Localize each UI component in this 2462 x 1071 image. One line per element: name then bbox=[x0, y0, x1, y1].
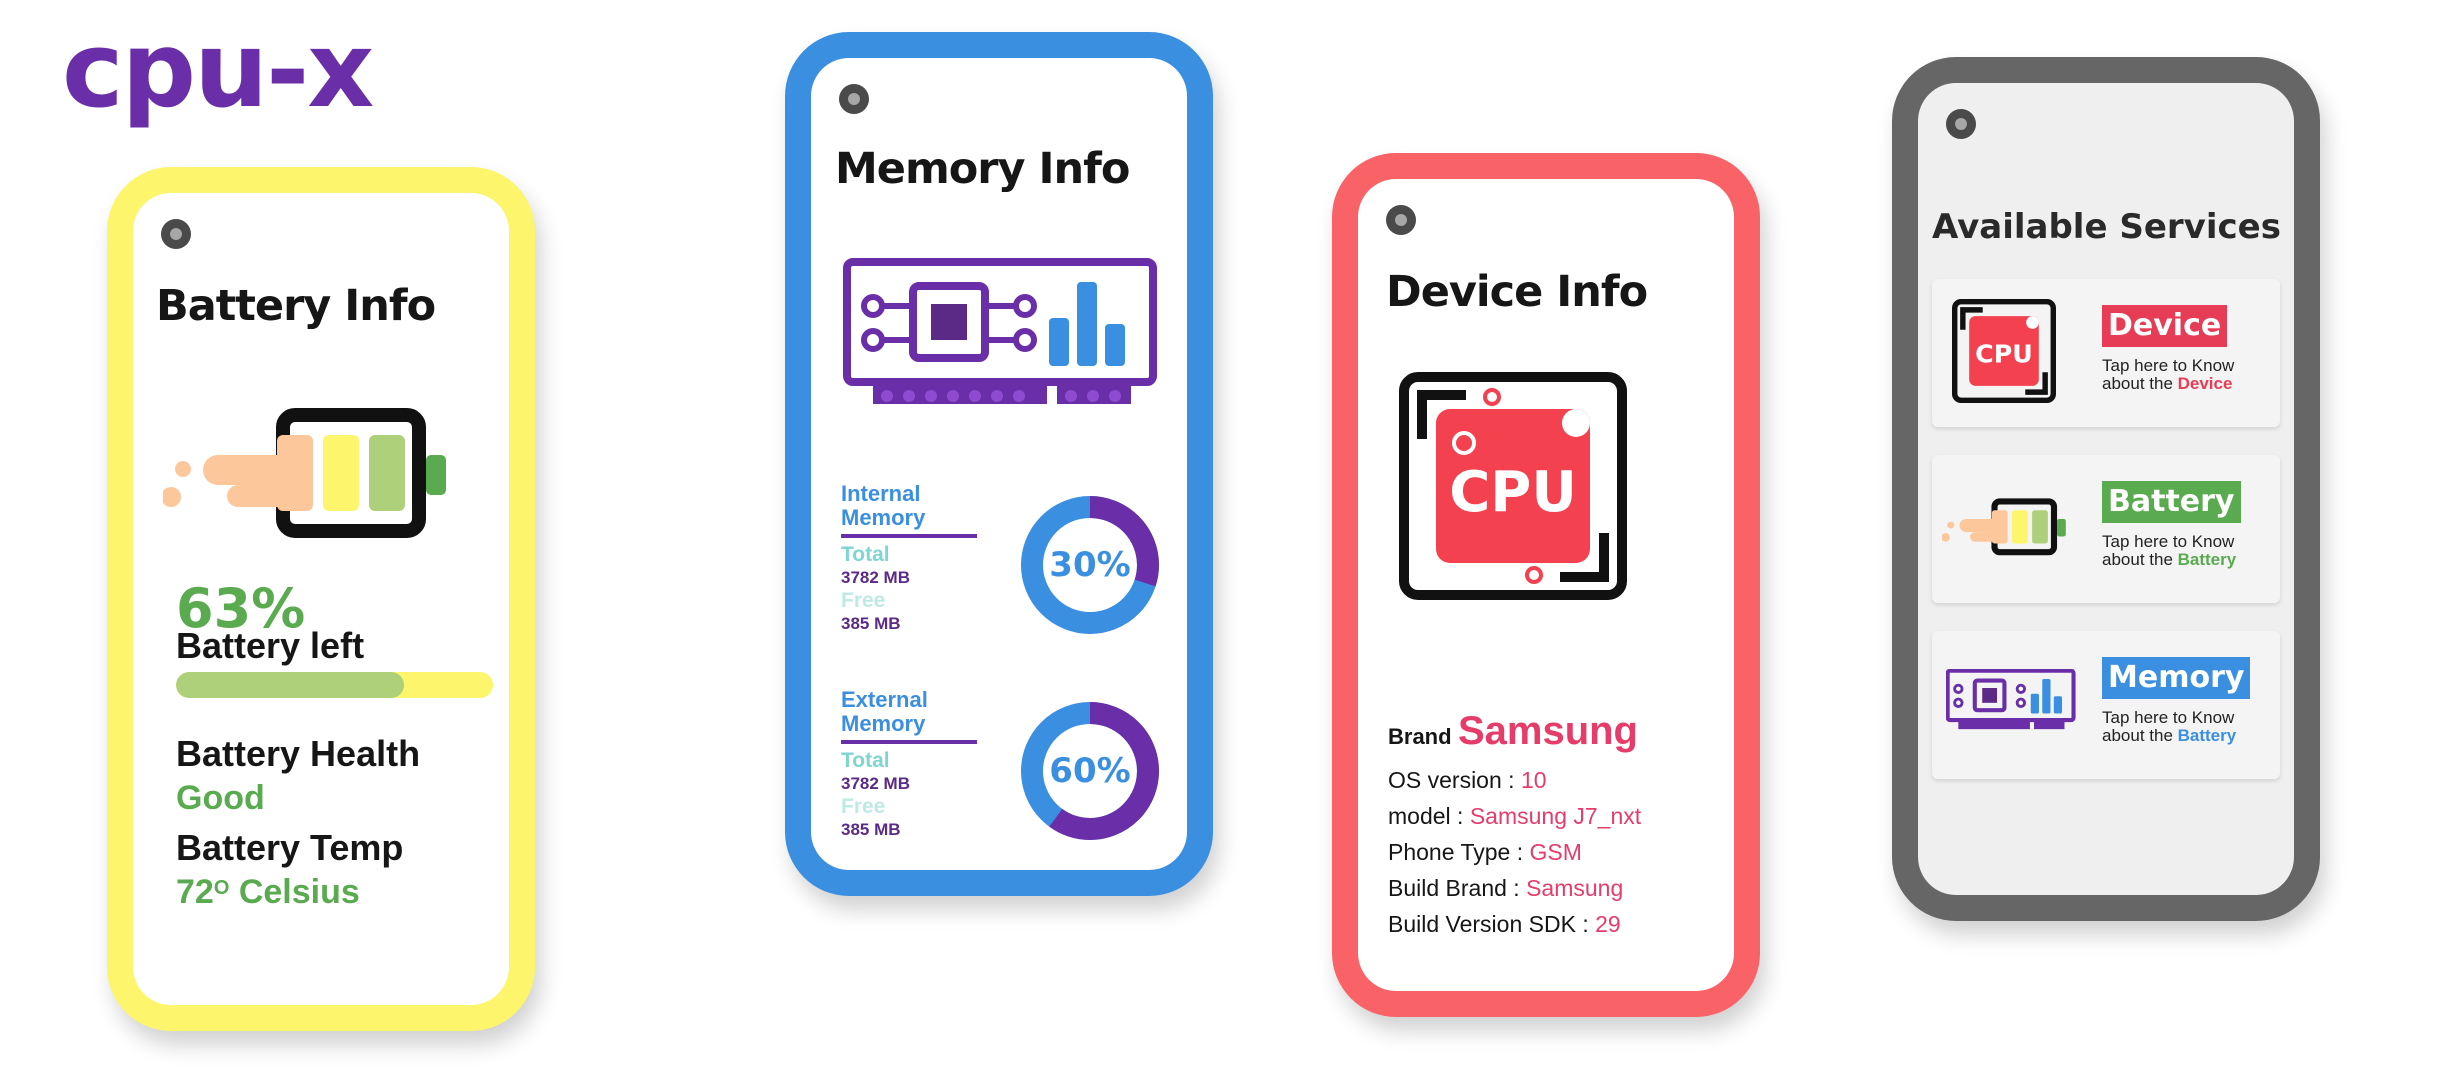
cpu-chip-icon: CPU bbox=[1952, 299, 2056, 403]
phone-type-row: Phone Type : GSM bbox=[1388, 839, 1582, 866]
external-total-label: Total bbox=[841, 749, 890, 772]
battery-left-label: Battery left bbox=[176, 625, 365, 666]
battery-temp-label: Battery Temp bbox=[176, 827, 404, 868]
battery-screen: Battery Info 63% Battery left Battery He… bbox=[133, 193, 509, 1005]
internal-free-label: Free bbox=[841, 589, 886, 612]
service-desc-line1: Tap here to Know bbox=[2102, 532, 2235, 551]
service-card-memory[interactable]: Memory Tap here to Know about the Batter… bbox=[1932, 631, 2280, 779]
brand-value: Samsung bbox=[1457, 709, 1638, 753]
battery-temp-value: 72O Celsius bbox=[176, 873, 360, 911]
service-desc-line1: Tap here to Know bbox=[2102, 708, 2235, 727]
brand-row: Brand Samsung bbox=[1388, 709, 1638, 754]
service-desc-device: Tap here to Know about the Device bbox=[2102, 357, 2234, 393]
service-desc-memory: Tap here to Know about the Battery bbox=[2102, 709, 2236, 745]
service-desc-line1: Tap here to Know bbox=[2102, 356, 2235, 375]
internal-donut-chart bbox=[1021, 496, 1159, 634]
internal-free-value: 385 MB bbox=[841, 614, 901, 633]
service-desc-highlight: Device bbox=[2177, 374, 2233, 393]
service-desc-highlight: Battery bbox=[2177, 726, 2237, 745]
os-version-row: OS version : 10 bbox=[1388, 767, 1547, 794]
internal-memory-heading: Internal bbox=[841, 481, 921, 506]
internal-memory-section: Internal Memory Total 3782 MB Free 385 M… bbox=[841, 482, 977, 636]
internal-memory-heading-2: Memory bbox=[841, 505, 926, 530]
sdk-row: Build Version SDK : 29 bbox=[1388, 911, 1621, 938]
temp-number: 72 bbox=[176, 873, 214, 911]
battery-health-value: Good bbox=[176, 779, 265, 817]
cpu-label: CPU bbox=[1975, 338, 2033, 368]
model-value: Samsung J7_nxt bbox=[1469, 803, 1642, 829]
cpu-label: CPU bbox=[1449, 460, 1577, 525]
divider bbox=[841, 534, 977, 538]
external-memory-heading: External bbox=[841, 687, 928, 712]
memory-title: Memory Info bbox=[835, 144, 1130, 194]
phone-type-label: Phone Type : bbox=[1388, 839, 1530, 865]
camera-dot-icon bbox=[161, 219, 191, 249]
camera-dot-icon bbox=[1386, 205, 1416, 235]
memory-screen: Memory Info Internal Memory Total bbox=[811, 58, 1187, 870]
build-brand-value: Samsung bbox=[1526, 875, 1624, 901]
battery-icon bbox=[1942, 498, 2066, 556]
external-memory-section: External Memory Total 3782 MB Free 385 M… bbox=[841, 688, 977, 842]
camera-dot-icon bbox=[1946, 109, 1976, 139]
external-donut-chart bbox=[1021, 702, 1159, 840]
services-screen: Available Services CPU Device Tap here t… bbox=[1918, 83, 2294, 895]
external-memory-percent: 60% bbox=[1049, 751, 1131, 791]
phone-type-value: GSM bbox=[1529, 839, 1582, 865]
service-desc-prefix: about the bbox=[2102, 726, 2178, 745]
available-services-phone: Available Services CPU Device Tap here t… bbox=[1892, 57, 2320, 921]
internal-memory-percent: 30% bbox=[1049, 545, 1131, 585]
sdk-value: 29 bbox=[1595, 911, 1621, 937]
camera-dot-icon bbox=[839, 84, 869, 114]
service-tag-memory: Memory bbox=[2102, 657, 2251, 699]
model-label: model : bbox=[1388, 803, 1470, 829]
service-desc-highlight: Battery bbox=[2177, 550, 2237, 569]
memory-card-icon bbox=[1946, 669, 2076, 730]
build-brand-label: Build Brand : bbox=[1388, 875, 1527, 901]
battery-percentage: 63% bbox=[176, 577, 306, 640]
temp-unit: Celsius bbox=[238, 873, 360, 911]
internal-total-value: 3782 MB bbox=[841, 568, 910, 587]
device-title: Device Info bbox=[1386, 267, 1648, 317]
battery-health-label: Battery Health bbox=[176, 733, 421, 774]
battery-level-bar bbox=[176, 672, 493, 698]
device-info-phone: Device Info CPU Brand Samsung OS version… bbox=[1332, 153, 1760, 1017]
battery-title: Battery Info bbox=[156, 281, 436, 331]
sdk-label: Build Version SDK : bbox=[1388, 911, 1596, 937]
os-label: OS version : bbox=[1388, 767, 1521, 793]
brand-label: Brand bbox=[1388, 724, 1452, 749]
external-free-label: Free bbox=[841, 795, 886, 818]
external-memory-heading-2: Memory bbox=[841, 711, 926, 736]
cpu-chip-icon: CPU bbox=[1399, 372, 1627, 600]
build-brand-row: Build Brand : Samsung bbox=[1388, 875, 1623, 902]
app-logo: cpu-x bbox=[62, 9, 374, 131]
external-memory-donut: 60% bbox=[1019, 700, 1161, 842]
model-row: model : Samsung J7_nxt bbox=[1388, 803, 1641, 830]
service-tag-device: Device bbox=[2102, 305, 2228, 347]
device-screen: Device Info CPU Brand Samsung OS version… bbox=[1358, 179, 1734, 991]
service-desc-battery: Tap here to Know about the Battery bbox=[2102, 533, 2236, 569]
external-free-value: 385 MB bbox=[841, 820, 901, 839]
service-desc-prefix: about the bbox=[2102, 550, 2178, 569]
internal-total-label: Total bbox=[841, 543, 890, 566]
memory-card-icon bbox=[843, 258, 1157, 404]
battery-info-phone: Battery Info 63% Battery left Battery He… bbox=[107, 167, 535, 1031]
external-total-value: 3782 MB bbox=[841, 774, 910, 793]
service-tag-battery: Battery bbox=[2102, 481, 2241, 523]
os-value: 10 bbox=[1520, 767, 1547, 793]
internal-memory-donut: 30% bbox=[1019, 494, 1161, 636]
service-card-device[interactable]: CPU Device Tap here to Know about the De… bbox=[1932, 279, 2280, 427]
services-title: Available Services bbox=[1932, 207, 2281, 247]
divider bbox=[841, 740, 977, 744]
memory-info-phone: Memory Info Internal Memory Total bbox=[785, 32, 1213, 896]
battery-level-fill bbox=[176, 672, 405, 698]
service-card-battery[interactable]: Battery Tap here to Know about the Batte… bbox=[1932, 455, 2280, 603]
battery-illustration-icon bbox=[163, 408, 446, 538]
service-desc-prefix: about the bbox=[2102, 374, 2178, 393]
